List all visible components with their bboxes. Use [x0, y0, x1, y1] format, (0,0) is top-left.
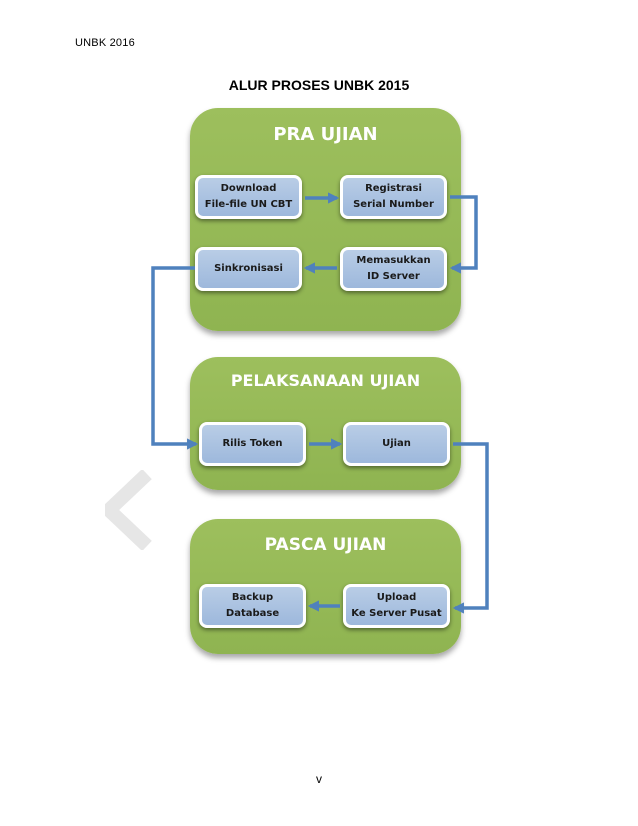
panel-title-pra-ujian: PRA UJIAN	[273, 124, 378, 145]
step-backup-database: Backup Database	[199, 584, 306, 628]
panel-pra-ujian: PRA UJIAN	[190, 108, 461, 331]
step-label: Download File-file UN CBT	[204, 183, 293, 210]
panel-title-pasca-ujian: PASCA UJIAN	[264, 535, 387, 555]
step-label: Backup Database	[225, 592, 280, 619]
step-ujian: Ujian	[343, 422, 450, 466]
step-sinkronisasi: Sinkronisasi	[195, 247, 302, 291]
step-label: Registrasi Serial Number	[353, 183, 434, 210]
step-registrasi: Registrasi Serial Number	[340, 175, 447, 219]
page-header: UNBK 2016	[75, 37, 135, 49]
step-label: Rilis Token	[222, 438, 283, 449]
panel-title-pelaksanaan-ujian: PELAKSANAAN UJIAN	[230, 371, 421, 390]
step-label: Sinkronisasi	[214, 263, 283, 274]
step-memasukkan-id-server: Memasukkan ID Server	[340, 247, 447, 291]
step-download: Download File-file UN CBT	[195, 175, 302, 219]
watermark-chevron-icon	[105, 470, 152, 550]
step-label: Upload Ke Server Pusat	[351, 592, 442, 619]
page-number: v	[316, 772, 322, 786]
step-rilis-token: Rilis Token	[199, 422, 306, 466]
step-label: Ujian	[382, 438, 411, 449]
page-title: ALUR PROSES UNBK 2015	[228, 77, 410, 93]
step-upload: Upload Ke Server Pusat	[343, 584, 450, 628]
step-label: Memasukkan ID Server	[356, 255, 431, 282]
